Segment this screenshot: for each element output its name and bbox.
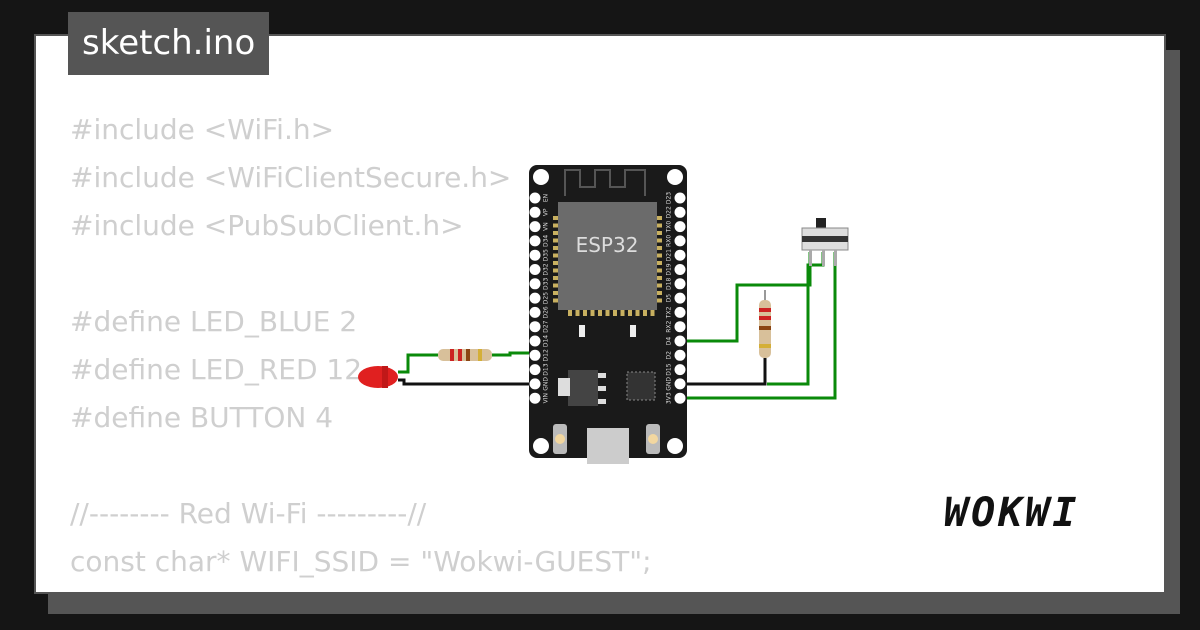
code-line: #include <WiFiClientSecure.h>: [70, 161, 512, 194]
wokwi-logo: WOKWI: [944, 490, 1080, 536]
pin-right-d5[interactable]: [674, 292, 686, 304]
pin-label: D35: [543, 249, 550, 261]
pin-left-d27[interactable]: [529, 321, 541, 333]
pin-right-d22[interactable]: [674, 206, 686, 218]
pin-label: D2: [666, 351, 673, 360]
wire-gnd-resistor: [680, 358, 767, 386]
pin-label: D18: [666, 277, 673, 289]
pin-label: D4: [666, 337, 673, 346]
pin-right-d4[interactable]: [674, 335, 686, 347]
esp32-board[interactable]: ESP32 ENVPVND34D35D32D33D25D26D27D14D12D…: [529, 165, 687, 464]
pin-label: GND: [543, 377, 550, 391]
pin-label: TX0: [666, 221, 673, 234]
pin-label: D22: [666, 206, 673, 218]
pin-label: D19: [666, 263, 673, 275]
code-line: #define BUTTON 4: [70, 401, 334, 434]
pin-right-rx0[interactable]: [674, 235, 686, 247]
code-line: //-------- Red Wi-Fi ---------//: [70, 497, 427, 530]
pin-right-tx2[interactable]: [674, 306, 686, 318]
pin-left-d33[interactable]: [529, 278, 541, 290]
pin-left-vin[interactable]: [529, 392, 541, 404]
pin-label: D13: [543, 363, 550, 375]
pin-left-d26[interactable]: [529, 306, 541, 318]
pin-label: D33: [543, 277, 550, 289]
pin-left-vn[interactable]: [529, 221, 541, 233]
pin-left-d32[interactable]: [529, 264, 541, 275]
red-led[interactable]: [358, 366, 398, 388]
pin-label: RX0: [666, 235, 673, 247]
resistor-led[interactable]: [438, 349, 492, 361]
wires: [398, 252, 837, 400]
resistor-pulldown[interactable]: [759, 290, 771, 358]
wire-resistor-switch: [767, 252, 825, 386]
wire-resistor-led: [398, 353, 438, 374]
pin-left-gnd[interactable]: [529, 378, 541, 390]
pin-label: GND: [666, 377, 673, 391]
pin-left-en[interactable]: [529, 192, 541, 204]
pin-left-d14[interactable]: [529, 335, 541, 347]
pin-label: RX2: [666, 320, 673, 332]
pin-label: D15: [666, 363, 673, 375]
code-line: #include <WiFi.h>: [70, 113, 335, 146]
slide-switch[interactable]: [801, 218, 849, 266]
pin-right-tx0[interactable]: [674, 221, 686, 233]
pin-left-d35[interactable]: [529, 249, 541, 261]
wire-d12-resistor: [492, 351, 535, 357]
wire-3v3-switch: [680, 252, 837, 400]
pin-left-vp[interactable]: [529, 206, 541, 218]
pin-label: D14: [543, 335, 550, 347]
pin-right-3v3[interactable]: [674, 392, 686, 404]
pin-right-d23[interactable]: [674, 192, 686, 204]
pin-label: VP: [543, 208, 550, 216]
board-label: ESP32: [576, 233, 639, 257]
pin-label: D25: [543, 292, 550, 304]
code-line: #define LED_RED 12: [70, 353, 363, 386]
pin-label: D5: [666, 294, 673, 303]
pin-label: VN: [543, 222, 550, 231]
pin-label: EN: [543, 194, 550, 202]
pin-label: D27: [543, 320, 550, 332]
code-preview: #include <WiFi.h> #include <WiFiClientSec…: [70, 106, 652, 592]
code-line: const char* WIFI_SSID = "Wokwi-GUEST";: [70, 545, 652, 578]
pin-right-rx2[interactable]: [674, 321, 686, 333]
pin-right-d18[interactable]: [674, 278, 686, 290]
pin-left-d12[interactable]: [529, 349, 541, 361]
code-line: #include <PubSubClient.h>: [70, 209, 464, 242]
pin-right-d15[interactable]: [674, 364, 686, 376]
pin-label: D21: [666, 249, 673, 261]
pin-label: 3V3: [666, 392, 673, 404]
pin-label: D23: [666, 192, 673, 204]
file-title: sketch.ino: [68, 12, 270, 75]
pin-label: D34: [543, 235, 550, 247]
pin-right-gnd[interactable]: [674, 378, 686, 390]
pin-label: D32: [543, 263, 550, 275]
pin-left-d34[interactable]: [529, 235, 541, 247]
pin-right-d21[interactable]: [674, 249, 686, 261]
pin-left-d13[interactable]: [529, 364, 541, 376]
pin-label: D12: [543, 349, 550, 361]
pin-label: D26: [543, 306, 550, 318]
pin-right-d2[interactable]: [674, 349, 686, 361]
wire-gnd-led: [398, 378, 535, 386]
wire-d4-switch: [680, 252, 812, 343]
pin-right-d19[interactable]: [674, 264, 686, 275]
pin-left-d25[interactable]: [529, 292, 541, 304]
pin-label: TX2: [666, 306, 673, 319]
code-line: #define LED_BLUE 2: [70, 305, 358, 338]
pin-label: VIN: [543, 393, 550, 403]
